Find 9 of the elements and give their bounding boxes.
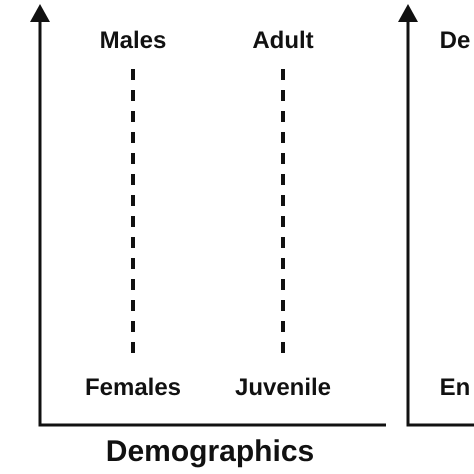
category-label: Juvenile [234,376,332,400]
dashed-connector [281,69,285,353]
category-label: Females [84,376,182,400]
dashed-connector [131,69,135,353]
category-label: De [440,29,470,53]
category-label: Adult [252,29,314,53]
category-label: Males [100,29,166,53]
category-label: En [440,376,470,400]
axis-label: Demographics [106,437,314,467]
